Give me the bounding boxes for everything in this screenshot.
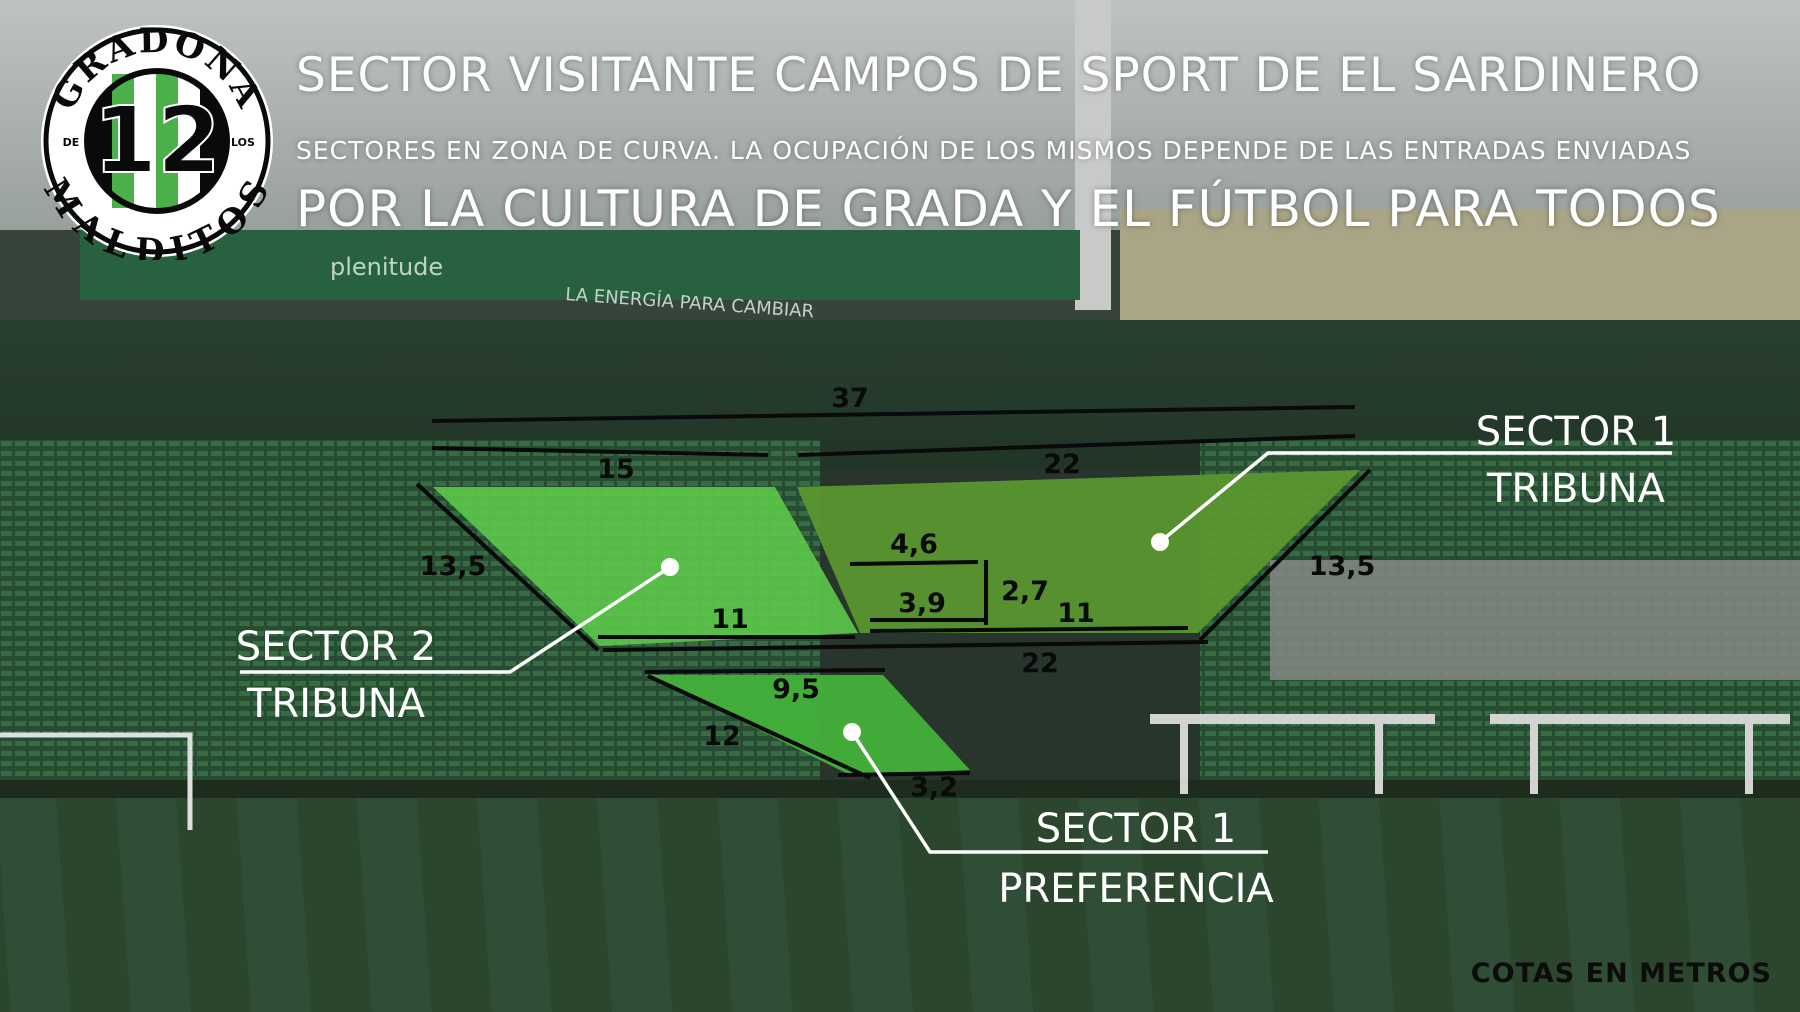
- dim-bottom-left: 11: [711, 604, 749, 635]
- page-slogan: POR LA CULTURA DE GRADA Y EL FÚTBOL PARA…: [296, 180, 1721, 238]
- dimension-lines: [415, 405, 1372, 780]
- dim-top-total: 37: [831, 383, 869, 414]
- sector-labels: SECTOR 1 TRIBUNA SECTOR 2 TRIBUNA SECTOR…: [236, 409, 1676, 912]
- dim-top-left: 15: [597, 454, 635, 485]
- right-stand-facade: [1120, 210, 1800, 330]
- floodlight-tower: [1075, 0, 1111, 310]
- goal: [0, 732, 193, 830]
- sector-2-tribuna-line2: TRIBUNA: [246, 681, 426, 727]
- concourse-wall: [1270, 560, 1800, 680]
- callout-lines: [240, 451, 1672, 854]
- sector-1-tribuna-line1: SECTOR 1: [1476, 409, 1676, 455]
- page-title: SECTOR VISITANTE CAMPOS DE SPORT DE EL S…: [296, 48, 1702, 103]
- billboard-brand: plenitude: [330, 253, 443, 281]
- dim-inner-width: 4,6: [890, 529, 938, 560]
- page-subtitle: SECTORES EN ZONA DE CURVA. LA OCUPACIÓN …: [296, 136, 1692, 165]
- sector-1-tribuna-line2: TRIBUNA: [1486, 466, 1666, 512]
- sector-1-tribuna-area: [797, 470, 1360, 633]
- sector-1-preferencia-area: [648, 675, 970, 775]
- dim-pref-top: 9,5: [772, 674, 820, 705]
- dim-bottom-right: 11: [1057, 598, 1095, 629]
- units-note: COTAS EN METROS: [1470, 958, 1772, 989]
- perimeter-wall: [0, 780, 1800, 798]
- left-billboard: [80, 230, 1080, 300]
- dim-pref-bottom: 3,2: [910, 772, 958, 803]
- sector-1-preferencia-line1: SECTOR 1: [1036, 806, 1236, 852]
- logo-right-text: LOS: [231, 136, 255, 149]
- dim-inner-bottom: 3,9: [898, 588, 946, 619]
- sector-2-tribuna-line1: SECTOR 2: [236, 624, 436, 670]
- dim-inner-depth: 2,7: [1001, 576, 1049, 607]
- callout-dots: [661, 533, 1169, 741]
- dugouts: [1150, 714, 1790, 794]
- dim-top-right: 22: [1043, 449, 1081, 480]
- dim-right-side: 13,5: [1309, 551, 1376, 582]
- dim-left-side: 13,5: [420, 551, 487, 582]
- pitch: [0, 790, 1800, 1012]
- dim-pref-side: 12: [703, 721, 741, 752]
- gradona-logo: 12 GRADONA MALDITOS DE LOS: [38, 22, 276, 260]
- logo-left-text: DE: [63, 136, 80, 149]
- logo-number: 12: [93, 87, 221, 194]
- dim-bottom-total: 22: [1021, 648, 1059, 679]
- dimension-labels: 37 15 22 13,5 13,5 4,6 2,7 3,9 11 11 22 …: [420, 383, 1376, 803]
- sector-1-preferencia-line2: PREFERENCIA: [998, 866, 1274, 912]
- sector-2-tribuna-area: [433, 487, 858, 646]
